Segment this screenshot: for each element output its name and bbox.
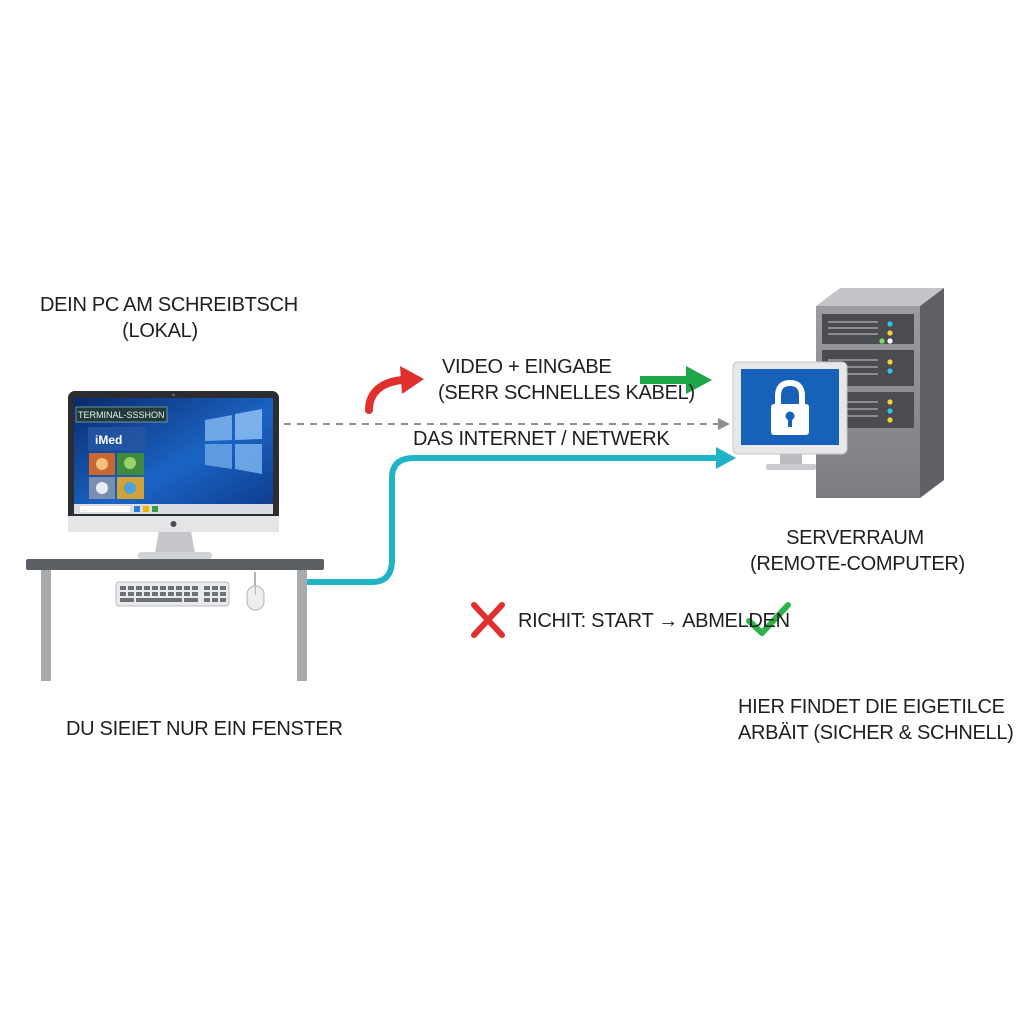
status-led <box>879 338 885 344</box>
label-correct-procedure: RICHIT: START → ABMELDEN <box>518 610 790 632</box>
session-title: TERMINAL-SSSHON <box>78 410 165 420</box>
status-led <box>887 368 893 374</box>
green-arrowhead <box>686 366 712 394</box>
network-cable <box>305 455 719 585</box>
label-local-pc-line1: DEIN PC AM SCHREIBTSCH <box>40 294 298 316</box>
status-led <box>887 408 893 414</box>
red-curved-arrow <box>365 376 406 414</box>
status-led <box>887 399 893 405</box>
label-transfer-line1: VIDEO + EINGABE <box>442 356 612 378</box>
cross-icon <box>471 602 505 638</box>
dashed-arrowhead <box>718 418 730 430</box>
label-real-work: HIER FINDET DIE EIGETILCE ARBÄIT (SICHER… <box>738 694 1014 746</box>
desk <box>26 559 324 681</box>
taskbar-search: ... <box>83 507 87 513</box>
server-tower <box>816 288 944 498</box>
lock-icon <box>771 379 809 435</box>
status-led <box>887 417 893 423</box>
label-transfer-line2: (SERR SCHNELLES KABEL) <box>438 382 695 404</box>
label-local-pc: DEIN PC AM SCHREIBTSCH (LOKAL) <box>40 292 298 344</box>
windows-logo-icon <box>205 409 262 474</box>
label-server-room-line1: SERVERRAUM <box>786 527 924 549</box>
keyboard <box>115 581 230 607</box>
label-local-pc-line2: (LOKAL) <box>122 320 198 342</box>
mouse <box>246 572 265 611</box>
label-window-only: DU SIEIET NUR EIN FENSTER <box>66 718 343 740</box>
red-arrowhead <box>400 366 424 394</box>
remote-monitor <box>732 361 848 470</box>
status-led <box>887 321 893 327</box>
local-monitor: TERMINAL-SSSHON iMed ... <box>68 391 279 559</box>
status-led <box>887 338 893 344</box>
label-real-work-line2: ARBÄIT (SICHER & SCHNELL) <box>738 722 1014 744</box>
label-server-room: SERVERRAUM (REMOTE-COMPUTER) <box>750 525 965 577</box>
network-cable-arrowhead <box>716 447 736 469</box>
label-network: DAS INTERNET / NETWERK <box>413 428 670 450</box>
app-name: iMed <box>95 433 122 447</box>
check-icon <box>746 602 791 636</box>
status-led <box>887 359 893 365</box>
label-server-room-line2: (REMOTE-COMPUTER) <box>750 553 965 575</box>
status-led <box>887 330 893 336</box>
label-real-work-line1: HIER FINDET DIE EIGETILCE <box>738 696 1005 718</box>
label-transfer: VIDEO + EINGABE (SERR SCHNELLES KABEL) <box>438 354 695 406</box>
